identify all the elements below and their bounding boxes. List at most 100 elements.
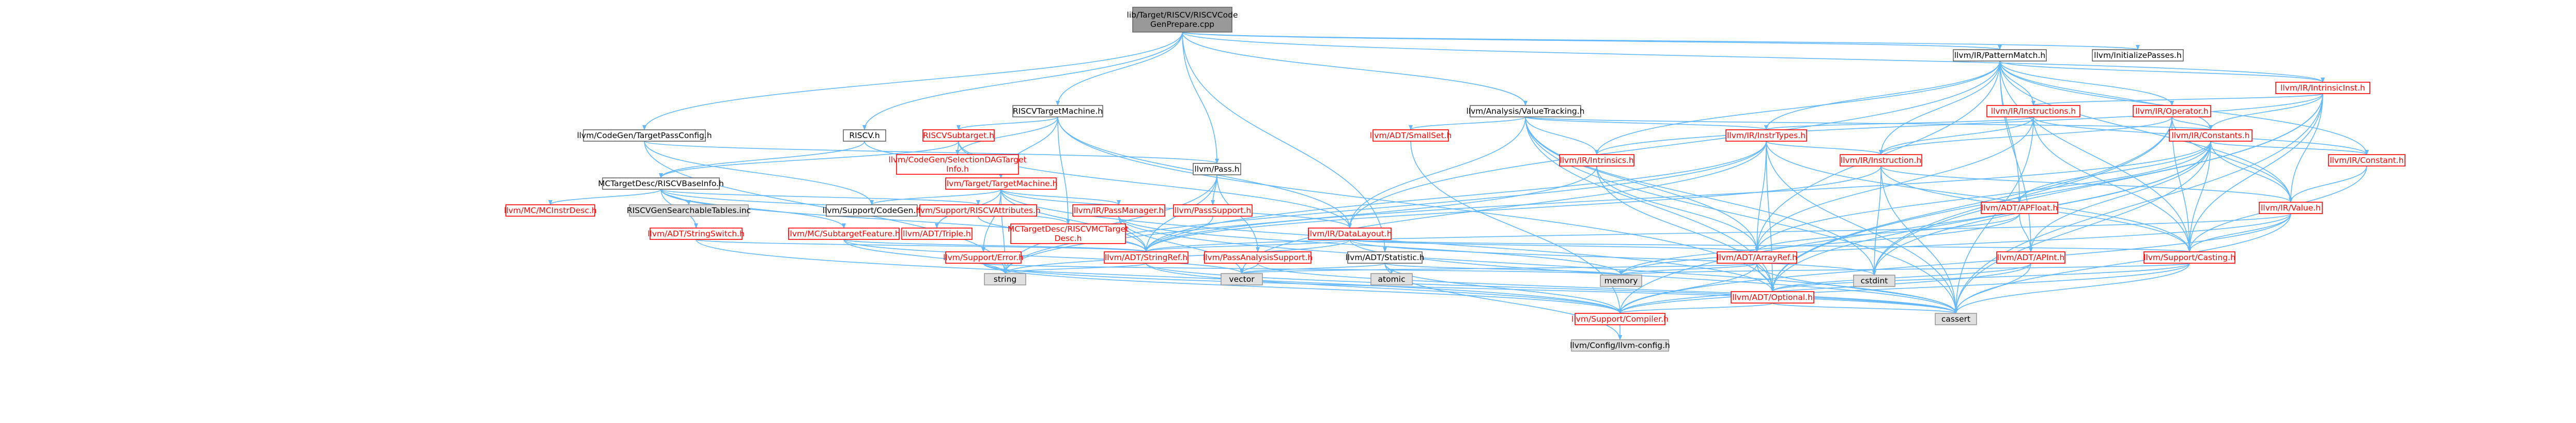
edge-constants-to-stringref [1144, 141, 2211, 252]
edge-passmanager-to-cassert [1118, 216, 1958, 314]
node-apint[interactable]: llvm/ADT/APInt.h [1996, 251, 2065, 264]
edge-subtargetfeature-to-string [843, 239, 1007, 274]
node-codegenh[interactable]: llvm/Support/CodeGen.h [823, 204, 921, 217]
node-compiler[interactable]: llvm/Support/Compiler.h [1571, 313, 1669, 325]
node-box [2143, 251, 2235, 264]
node-constant[interactable]: llvm/IR/Constant.h [2328, 154, 2405, 167]
node-intrinsicinst[interactable]: llvm/IR/IntrinsicInst.h [2275, 82, 2370, 94]
edge-statistic-to-compiler [1384, 263, 1622, 314]
node-datalayout[interactable]: llvm/IR/DataLayout.h [1307, 228, 1392, 240]
edge-stringref-to-compiler [1146, 263, 1622, 314]
node-label: MCTargetDesc/RISCVBaseInfo.h [598, 179, 724, 188]
node-label: llvm/ADT/ArrayRef.h [1717, 253, 1797, 262]
node-targetmachine[interactable]: llvm/Target/TargetMachine.h [945, 177, 1058, 190]
edge-patternmatch-to-datalayout [1348, 61, 2000, 229]
node-label: llvm/IR/Constants.h [2171, 131, 2249, 140]
edge-valuetracking-to-instrtypes [1525, 116, 1768, 130]
edge-intrinsicinst-to-constants [2209, 93, 2323, 130]
node-initpasses[interactable]: llvm/InitializePasses.h [2092, 49, 2184, 62]
node-label: llvm/ADT/APInt.h [1997, 253, 2065, 262]
node-stringswitch[interactable]: llvm/ADT/StringSwitch.h [647, 228, 745, 240]
edge-patternmatch-to-casting [1999, 61, 2192, 252]
node-box [505, 204, 595, 217]
node-box [2259, 202, 2323, 214]
node-box [1132, 7, 1232, 33]
node-riscvattrs[interactable]: llvm/Support/RISCVAttributes.h [916, 204, 1041, 217]
node-operator[interactable]: llvm/IR/Operator.h [2133, 105, 2211, 117]
node-passh[interactable]: llvm/Pass.h [1193, 163, 1241, 175]
node-box [629, 204, 749, 217]
node-label: RISCVTargetMachine.h [1013, 107, 1103, 116]
node-label: lib/Target/RISCV/RISCVCode [1127, 10, 1238, 20]
node-statistic[interactable]: llvm/ADT/Statistic.h [1346, 251, 1425, 264]
node-constants[interactable]: llvm/IR/Constants.h [2169, 129, 2253, 142]
node-smallset[interactable]: llvm/ADT/SmallSet.h [1370, 129, 1452, 142]
node-irvalue[interactable]: llvm/IR/Value.h [2259, 202, 2323, 214]
edge-valuetracking-to-datalayout [1348, 116, 1526, 229]
node-instrtypes[interactable]: llvm/IR/InstrTypes.h [1725, 129, 1807, 142]
edge-valuetracking-to-smallset [1409, 116, 1526, 130]
edge-targetmachine-to-codegenh [870, 189, 1001, 205]
edge-riscvtm-to-riscvsubtarget [957, 116, 1058, 130]
edge-riscvtm-to-optional [1057, 116, 1775, 292]
node-label: Desc.h [1055, 234, 1082, 243]
node-triple[interactable]: llvm/ADT/Triple.h [901, 228, 973, 240]
node-box [901, 228, 973, 240]
edge-optional-to-compiler [1618, 303, 1773, 314]
edge-intrinsicinst-to-irvalue [2289, 93, 2323, 203]
node-box [583, 129, 706, 142]
node-passsupport[interactable]: llvm/PassSupport.h [1173, 204, 1253, 217]
node-casting[interactable]: llvm/Support/Casting.h [2143, 251, 2235, 264]
node-instruction[interactable]: llvm/IR/Instruction.h [1840, 154, 1922, 167]
node-riscvh[interactable]: RISCV.h [843, 129, 886, 142]
node-box [1012, 105, 1103, 117]
node-box [1731, 291, 1814, 304]
node-mcinstrdesc[interactable]: llvm/MC/MCInstrDesc.h [504, 204, 597, 217]
edge-mcbaseinfo-to-riscvattrs [660, 189, 980, 205]
node-mcbaseinfo[interactable]: MCTargetDesc/RISCVBaseInfo.h [598, 177, 724, 190]
node-stringref[interactable]: llvm/ADT/StringRef.h [1104, 251, 1189, 264]
node-label: llvm/Analysis/ValueTracking.h [1466, 107, 1584, 116]
node-riscvtm[interactable]: RISCVTargetMachine.h [1012, 105, 1103, 117]
node-apfloat[interactable]: llvm/ADT/APFloat.h [1981, 202, 2058, 214]
node-optional[interactable]: llvm/ADT/Optional.h [1731, 291, 1814, 304]
node-subtargetfeature[interactable]: llvm/MC/SubtargetFeature.h [788, 228, 900, 240]
edge-intrinsics-to-optional [1596, 165, 1775, 292]
node-label: llvm/ADT/Optional.h [1732, 293, 1813, 302]
edge-patternmatch-to-apint [1999, 61, 2033, 252]
node-box [2169, 129, 2253, 142]
node-label: llvm/IR/Value.h [2261, 203, 2321, 213]
edge-casting-to-compiler [1618, 263, 2190, 314]
node-box [1072, 204, 1165, 217]
edge-constants-to-constant [2210, 141, 2369, 155]
node-passanalysis[interactable]: llvm/PassAnalysisSupport.h [1203, 251, 1313, 264]
node-label: llvm/Support/RISCVAttributes.h [916, 206, 1040, 215]
node-label: GenPrepare.cpp [1150, 20, 1214, 29]
node-errorh[interactable]: llvm/Support/Error.h [943, 251, 1024, 264]
node-tpc[interactable]: llvm/CodeGen/TargetPassConfig.h [577, 129, 712, 142]
edge-instructions-to-instruction [1879, 116, 2034, 155]
node-box [1010, 223, 1126, 244]
edge-root-to-riscvtm [1056, 32, 1183, 106]
node-patternmatch[interactable]: llvm/IR/PatternMatch.h [1953, 49, 2047, 62]
node-box [1725, 129, 1807, 142]
node-label: llvm/IR/Instruction.h [1841, 156, 1921, 165]
node-box [788, 228, 900, 240]
node-valuetracking[interactable]: llvm/Analysis/ValueTracking.h [1466, 105, 1585, 117]
node-intrinsics[interactable]: llvm/IR/Intrinsics.h [1559, 154, 1634, 167]
node-label: llvm/ADT/Triple.h [903, 229, 971, 238]
node-instructions[interactable]: llvm/IR/Instructions.h [1986, 105, 2080, 117]
node-label: llvm/IR/PassManager.h [1074, 206, 1164, 215]
node-arrayref[interactable]: llvm/ADT/ArrayRef.h [1717, 251, 1797, 264]
edge-constants-to-cassert [1954, 141, 2211, 314]
edge-statistic-to-memory [1384, 263, 1623, 276]
node-label: llvm/PassSupport.h [1175, 206, 1251, 215]
edge-datalayout-to-stringref [1144, 239, 1350, 252]
node-label: llvm/Support/CodeGen.h [823, 206, 921, 215]
node-label: llvm/ADT/StringSwitch.h [647, 229, 745, 238]
node-passmanager[interactable]: llvm/IR/PassManager.h [1072, 204, 1165, 217]
node-riscvsubtarget[interactable]: RISCVSubtarget.h [922, 129, 995, 142]
